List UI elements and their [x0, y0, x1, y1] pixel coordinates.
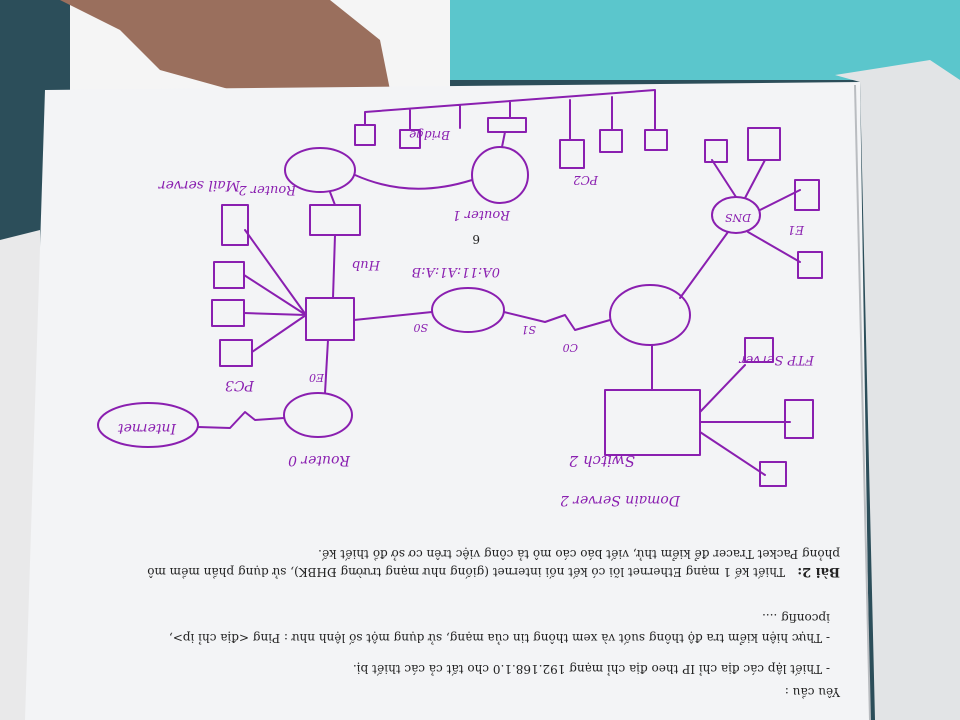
link-hub-router2 — [329, 191, 336, 206]
paper-edge — [835, 60, 960, 720]
label-dns: DNS — [725, 211, 752, 224]
server-icon — [759, 461, 787, 487]
label-internet: Internet — [118, 420, 177, 436]
pc-icon — [747, 127, 781, 161]
exercise-body-1: Thiết kế 1 mạng Ethernet lõi có kết nối … — [147, 565, 785, 580]
server-icon — [784, 399, 814, 439]
link-router0-internet — [197, 411, 285, 429]
router0-icon — [283, 392, 353, 438]
handwritten-diagram — [97, 89, 823, 487]
paper-fold — [854, 84, 871, 720]
exercise-body-2: phỏng Packet Tracer để kiểm thử, viết bá… — [318, 547, 840, 562]
link-router2-bridge-router — [354, 174, 473, 190]
pc-icon — [354, 124, 376, 146]
requirements-label: Yêu cầu : — [785, 685, 841, 700]
thumb — [60, 0, 390, 95]
label-c0: C0 — [563, 341, 578, 354]
top-bus-line — [364, 89, 656, 141]
links-switch2-servers — [699, 364, 791, 476]
pc-icon — [221, 204, 249, 246]
pc-icon — [599, 129, 623, 153]
label-router0: Router 0 — [288, 452, 351, 468]
label-router2: Router 2 — [238, 182, 297, 197]
link-router0-switch — [324, 339, 329, 394]
label-mail-server: Mail server — [158, 177, 241, 193]
link-switch-router1 — [353, 311, 433, 321]
label-mac: 0A:11:A1:A:B — [412, 264, 500, 279]
link-bridge-router — [501, 131, 506, 148]
pc-icon — [644, 129, 668, 151]
main-router-icon — [609, 284, 691, 346]
requirement-2: - Thực hiện kiểm tra độ thông suốt và xe… — [169, 631, 830, 646]
label-e1: E1 — [788, 223, 805, 237]
exercise-label: Bài 2: — [797, 564, 840, 579]
internet-cloud — [97, 402, 199, 448]
label-switch2: Switch 2 — [569, 452, 635, 470]
pc-icon — [704, 139, 728, 163]
label-router1: Router 1 — [452, 207, 511, 222]
printed-text-block: 6 Bài 2: Thiết kế 1 mạng Ethernet lõi có… — [147, 232, 841, 700]
label-hub: Hub — [352, 257, 381, 272]
page-number: 6 — [472, 232, 480, 246]
cyan-backdrop — [430, 0, 960, 80]
bridge-router-icon — [471, 146, 529, 204]
label-s0: S0 — [413, 321, 428, 334]
label-pc2: PC2 — [573, 173, 599, 187]
paper-sheet — [25, 82, 870, 720]
links-dns-pcs — [711, 159, 801, 263]
pc-icon — [399, 129, 421, 149]
serial-link — [503, 311, 611, 331]
label-domain-server: Domain Server 2 — [560, 492, 681, 508]
router2-icon — [284, 147, 356, 193]
requirement-3: ipconfig .... — [762, 611, 830, 625]
pc-icon — [794, 179, 820, 211]
label-e0: E0 — [309, 371, 325, 384]
bridge-icon — [487, 117, 527, 133]
links-switch-pcs — [243, 229, 307, 353]
requirement-1: - Thiết lập các địa chỉ IP theo địa chỉ … — [353, 662, 830, 677]
pc-icon — [219, 339, 253, 367]
link-switch-hub — [332, 234, 336, 299]
label-ftp-server: FTP Server — [739, 352, 815, 367]
server-icon — [744, 337, 774, 363]
label-s1: S1 — [521, 323, 536, 336]
label-bridge: Bridge — [409, 128, 451, 142]
link-main-router-dns — [679, 231, 729, 299]
label-pc3: PC3 — [225, 377, 255, 393]
router1-icon — [431, 287, 505, 333]
pc-icon — [559, 139, 585, 169]
pc-icon — [797, 251, 823, 279]
handwritten-labels: Internet Router 0 PC3 E0 Hub 0A:11:A1:A:… — [118, 128, 815, 508]
